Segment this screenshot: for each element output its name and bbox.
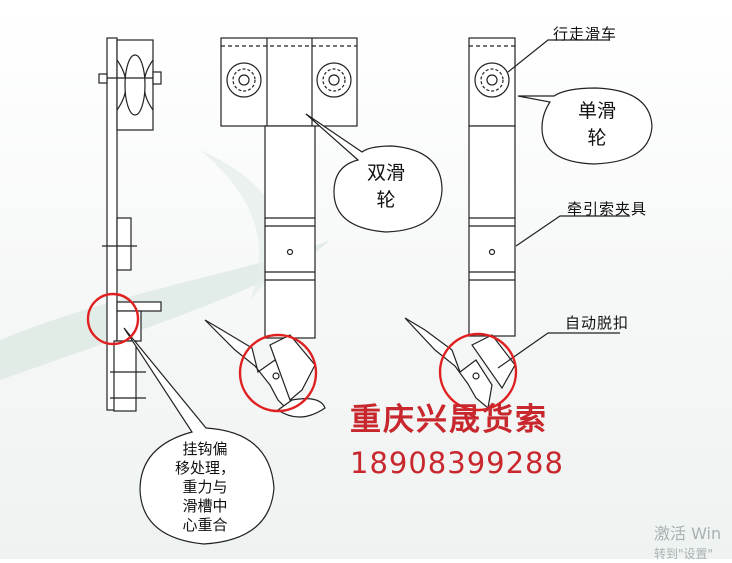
hook-note-line-1: 挂钩偏 [182, 440, 228, 458]
hook-note-line-3: 重力与 [182, 478, 228, 496]
single-pulley-view [404, 37, 516, 410]
brand-company-name: 重庆兴晟货索 [350, 402, 548, 438]
side-view [98, 37, 162, 412]
leader-traction-clamp [515, 215, 630, 247]
highlight-circle-double [238, 333, 318, 413]
label-auto-release: 自动脱扣 [565, 314, 630, 332]
watermark-line-1: 激活 Win [654, 524, 722, 543]
double-pulley-view [204, 37, 358, 418]
watermark-line-2: 转到"设置" [654, 547, 714, 561]
background-swoosh-2 [200, 150, 280, 300]
label-walking-trolley: 行走滑车 [553, 25, 618, 43]
single-pulley-line-2: 轮 [587, 127, 607, 149]
double-pulley-line-1: 双滑 [366, 162, 405, 184]
double-pulley-bubble [305, 113, 443, 233]
hook-note-text: 挂钩偏 移处理， 重力与 滑槽中 心重合 [160, 440, 250, 535]
highlight-circle-side [86, 292, 140, 346]
single-pulley-text: 单滑 轮 [565, 98, 629, 152]
hook-note-bubble [123, 327, 275, 545]
single-pulley-line-1: 单滑 [577, 100, 616, 122]
single-pulley-bubble [517, 87, 653, 165]
hook-note-line-2: 移处理， [174, 459, 235, 477]
double-pulley-line-2: 轮 [376, 189, 396, 211]
background-swoosh [0, 240, 330, 380]
brand-phone-number: 18908399288 [350, 446, 564, 480]
highlight-circle-single [438, 332, 518, 412]
leader-walking-trolley [507, 39, 610, 73]
double-pulley-text: 双滑 轮 [354, 160, 418, 214]
label-traction-clamp: 牵引索夹具 [567, 200, 648, 218]
hook-note-line-4: 滑槽中 [182, 497, 228, 515]
leader-auto-release [497, 332, 620, 369]
hook-note-line-5: 心重合 [182, 516, 228, 534]
